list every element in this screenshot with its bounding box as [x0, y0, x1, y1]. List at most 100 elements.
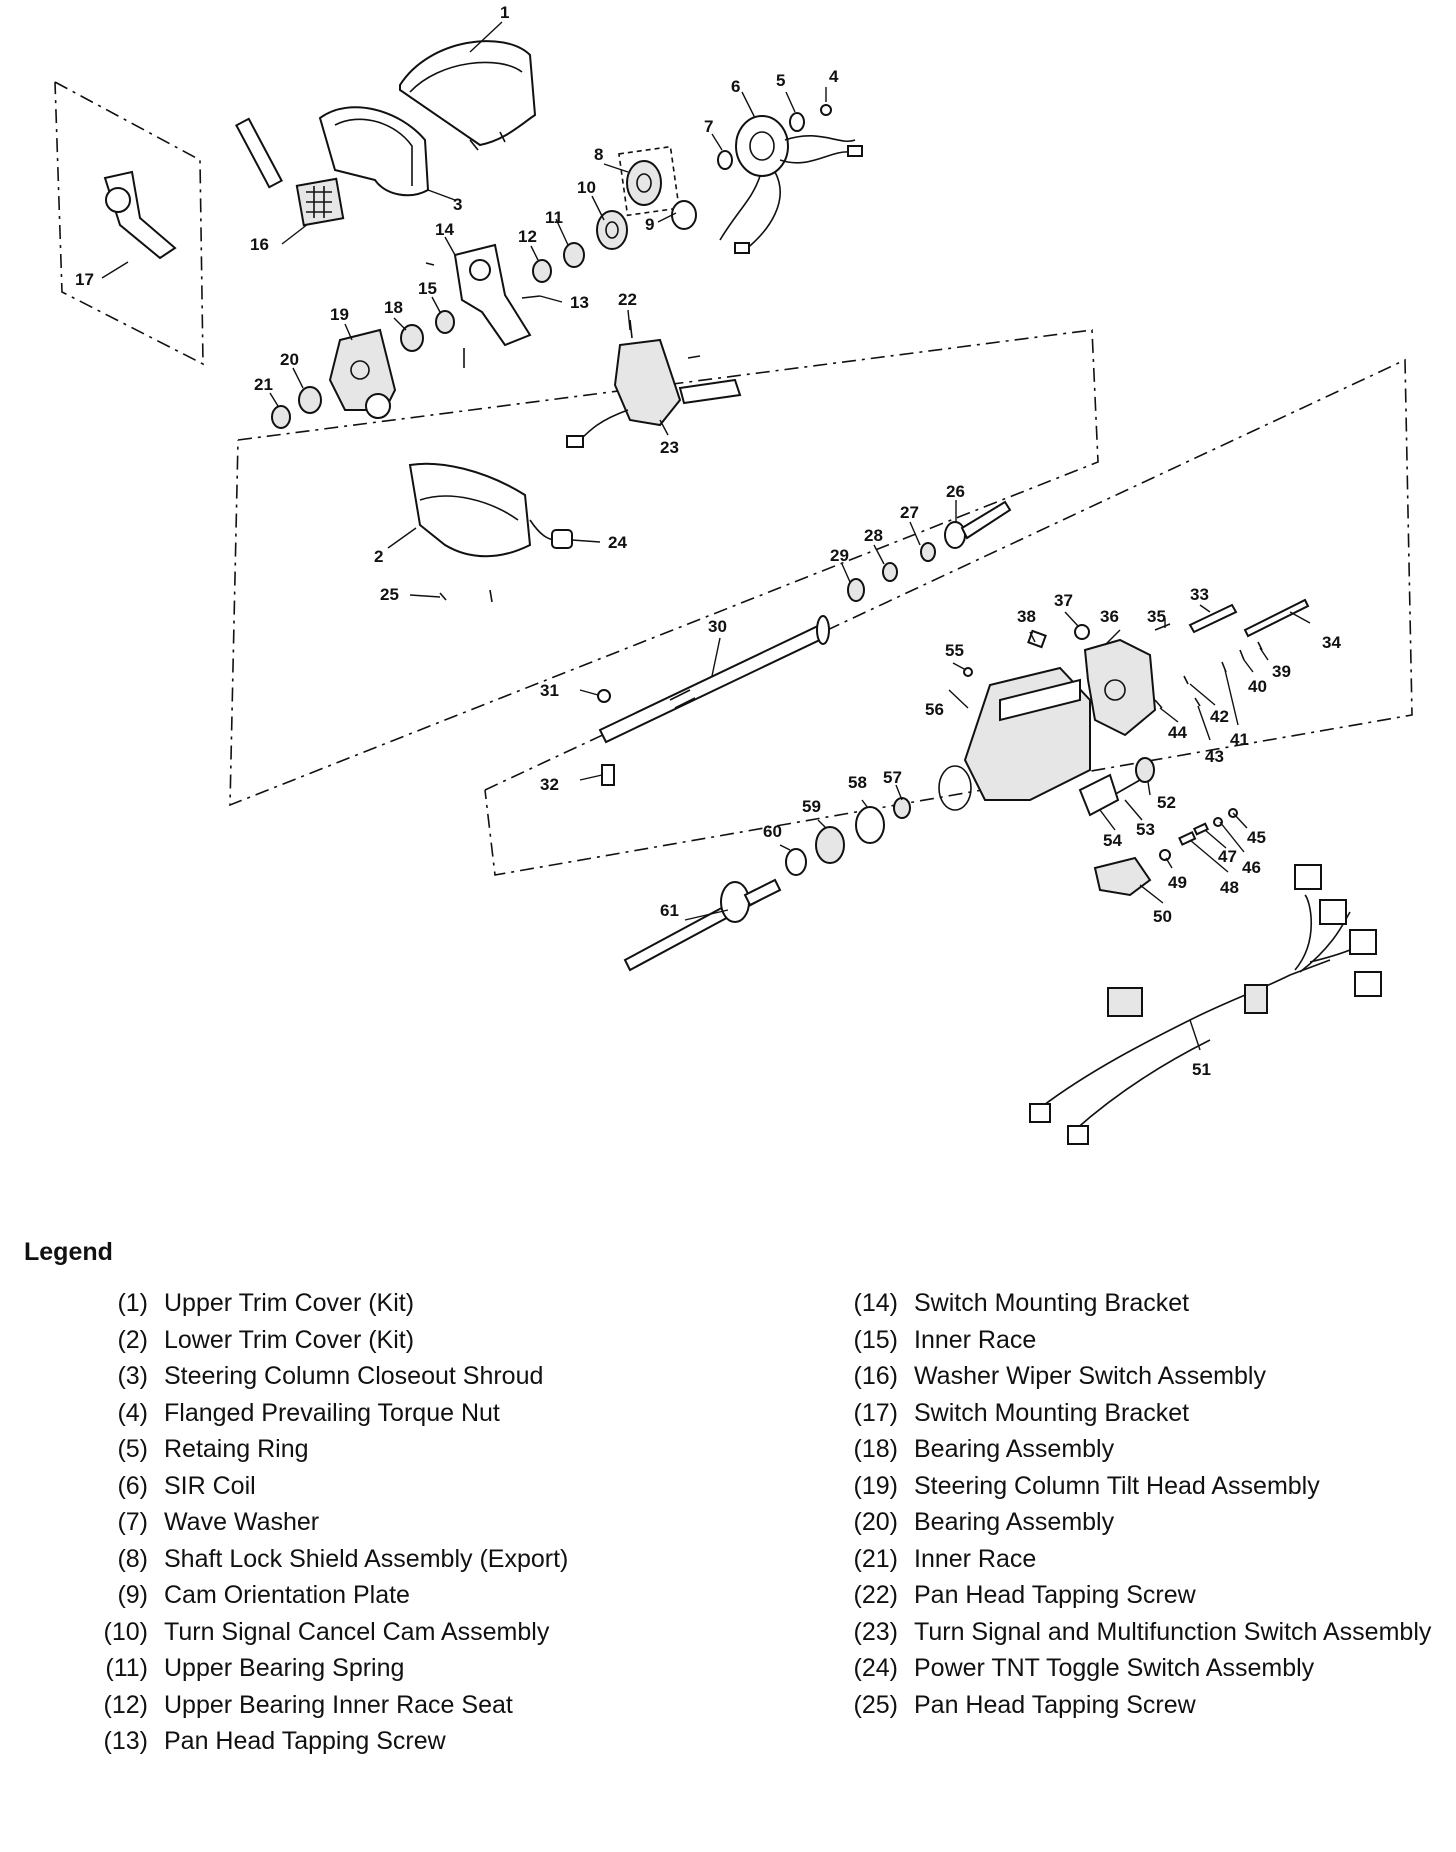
callout-38: 38 [1017, 607, 1036, 626]
callout-9: 9 [645, 215, 654, 234]
callout-30: 30 [708, 617, 727, 636]
callout-54: 54 [1103, 831, 1122, 850]
legend-item-label: Power TNT Toggle Switch Assembly [914, 1654, 1315, 1682]
legend-item: (13)Pan Head Tapping Screw [70, 1726, 690, 1756]
legend-item-number: (2) [117, 1325, 148, 1354]
retaining-ring-5-part [789, 112, 805, 132]
part-49 [1159, 849, 1171, 861]
callout-16: 16 [250, 235, 269, 254]
callout-23: 23 [660, 438, 679, 457]
legend-item: (3)Steering Column Closeout Shroud [70, 1361, 690, 1391]
screw-misc-part [425, 262, 701, 603]
part-58 [855, 806, 885, 844]
part-31 [597, 689, 611, 703]
callout-19: 19 [330, 305, 349, 324]
part-61-lower-shaft [623, 878, 782, 972]
callout-45: 45 [1247, 828, 1266, 847]
legend-item-number: (14) [853, 1289, 898, 1317]
legend-item-number: (18) [853, 1435, 898, 1463]
legend-item-label: Cam Orientation Plate [164, 1581, 410, 1609]
upper-trim-cover-part [399, 40, 537, 151]
callout-1: 1 [500, 3, 509, 22]
legend-item-number: (15) [853, 1325, 898, 1354]
legend-item-label: Turn Signal and Multifunction Switch Ass… [914, 1617, 1432, 1646]
callout-60: 60 [763, 822, 782, 841]
legend-item-label: Shaft Lock Shield Assembly (Export) [164, 1544, 569, 1573]
legend-item-label: Switch Mounting Bracket [914, 1398, 1190, 1427]
wave-washer-7-part [717, 150, 733, 170]
callout-61: 61 [660, 901, 679, 920]
part-48 [1178, 830, 1197, 846]
legend-item-number: (7) [117, 1508, 148, 1536]
legend-item-label: Upper Bearing Inner Race Seat [164, 1690, 513, 1719]
wiring-harness-part [1029, 864, 1382, 1145]
callout-20: 20 [280, 350, 299, 369]
legend-item-number: (11) [105, 1654, 148, 1682]
legend-item: (12)Upper Bearing Inner Race Seat [70, 1690, 690, 1720]
legend-item: (10)Turn Signal Cancel Cam Assembly [70, 1617, 690, 1647]
washer-wiper-switch-part [235, 117, 345, 227]
bearing-18-part [400, 324, 424, 352]
tilt-head-part [328, 328, 397, 419]
legend-item-number: (25) [853, 1690, 898, 1719]
callout-40: 40 [1248, 677, 1267, 696]
legend-item-label: Bearing Assembly [914, 1508, 1115, 1536]
sir-coil-part [719, 115, 863, 254]
legend-item-label: Upper Trim Cover (Kit) [164, 1289, 415, 1317]
callout-8: 8 [594, 145, 603, 164]
legend-item-label: Inner Race [914, 1325, 1037, 1354]
legend-item-label: Switch Mounting Bracket [914, 1289, 1190, 1317]
part-59 [815, 826, 845, 864]
legend-item-number: (17) [853, 1398, 898, 1427]
legend-item: (7)Wave Washer [70, 1507, 690, 1537]
legend-item: (4)Flanged Prevailing Torque Nut [70, 1398, 690, 1428]
legend-item: (1)Upper Trim Cover (Kit) [70, 1288, 690, 1318]
callout-59: 59 [802, 797, 821, 816]
legend-title: Legend [24, 1238, 113, 1266]
callout-32: 32 [540, 775, 559, 794]
screw-25-part [439, 592, 447, 601]
part-54 [1078, 773, 1120, 817]
legend-item: (6)SIR Coil [70, 1471, 690, 1501]
leader-lines [101, 21, 1311, 1051]
bracket-17-part [103, 170, 177, 260]
part-32 [601, 764, 615, 786]
part-50 [1093, 856, 1152, 897]
callout-44: 44 [1168, 723, 1187, 742]
legend-item-number: (22) [853, 1581, 898, 1609]
callout-34: 34 [1322, 633, 1341, 652]
legend-item: (14) Switch Mounting Bracket [820, 1288, 1440, 1318]
part-34 [1243, 598, 1310, 638]
legend-item-label: Retaing Ring [164, 1435, 309, 1463]
legend-item-label: Lower Trim Cover (Kit) [164, 1325, 415, 1354]
callout-55: 55 [945, 641, 964, 660]
legend-item-number: (21) [853, 1544, 898, 1573]
legend-left-column: (1)Upper Trim Cover (Kit) (2) Lower Trim … [70, 1288, 690, 1763]
part-27 [920, 542, 936, 562]
callout-31: 31 [540, 681, 559, 700]
legend-item-label: Steering Column Tilt Head Assembly [914, 1471, 1320, 1500]
callout-53: 53 [1136, 820, 1155, 839]
lower-trim-cover-part [408, 462, 532, 558]
legend-item-label: Inner Race [914, 1544, 1037, 1573]
callout-46: 46 [1242, 858, 1261, 877]
legend-item-number: (10) [103, 1617, 148, 1646]
legend-item-label: Pan Head Tapping Screw [164, 1727, 446, 1755]
legend-item: (15) Inner Race [820, 1325, 1440, 1355]
legend-item-label: Pan Head Tapping Screw [914, 1690, 1196, 1719]
legend-item-number: (6) [117, 1471, 148, 1500]
part-52 [1135, 757, 1155, 783]
part-40 [1239, 649, 1245, 661]
legend-item: (21) Inner Race [820, 1544, 1440, 1574]
legend-item: (23)Turn Signal and Multifunction Switch… [820, 1617, 1440, 1647]
legend-item: (11)Upper Bearing Spring [70, 1653, 690, 1683]
lower-section-dashed-boundary [484, 358, 1413, 876]
legend-item: (24)Power TNT Toggle Switch Assembly [820, 1653, 1440, 1683]
turn-signal-switch-part [566, 338, 742, 448]
callout-39: 39 [1272, 662, 1291, 681]
inner-race-seat-part [532, 259, 552, 283]
callout-56: 56 [925, 700, 944, 719]
callout-52: 52 [1157, 793, 1176, 812]
part-60 [785, 848, 807, 876]
callout-7: 7 [704, 117, 713, 136]
